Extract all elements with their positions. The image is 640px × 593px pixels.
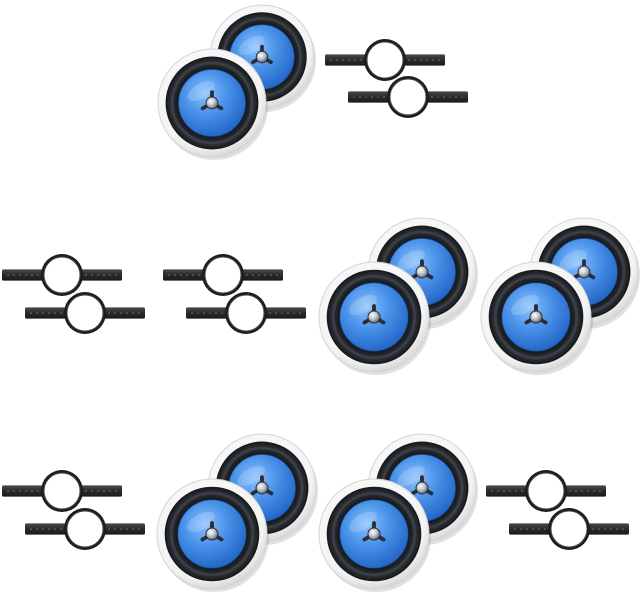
speaker-front	[480, 261, 593, 375]
mounting-bracket-bottom	[509, 508, 629, 550]
mounting-bracket-top	[163, 254, 283, 296]
tweeter-icon	[250, 475, 274, 496]
mounting-bracket-bottom	[25, 508, 145, 550]
speaker-front	[318, 478, 431, 592]
mounting-bracket-pair-icon	[163, 254, 306, 334]
mounting-bracket-top	[325, 39, 445, 81]
mounting-bracket-pair-icon	[2, 470, 145, 550]
tweeter-icon	[572, 259, 596, 280]
mounting-bracket-top	[486, 470, 606, 512]
ceiling-speaker-pair-icon	[157, 4, 316, 160]
mounting-bracket-bottom	[348, 76, 468, 118]
tweeter-icon	[362, 304, 386, 325]
ceiling-speaker-pair-icon	[480, 217, 640, 375]
tweeter-icon	[200, 521, 224, 542]
mounting-bracket-bottom	[25, 292, 145, 334]
mounting-bracket-top	[2, 254, 122, 296]
mounting-bracket-pair-icon	[325, 39, 468, 118]
mounting-bracket-pair-icon	[486, 470, 629, 550]
speaker-front	[318, 261, 431, 375]
speaker-front	[157, 48, 268, 160]
tweeter-icon	[410, 475, 434, 496]
speaker-front	[156, 478, 269, 592]
tweeter-icon	[524, 304, 548, 325]
ceiling-speaker-pair-icon	[156, 433, 318, 592]
tweeter-icon	[410, 259, 434, 280]
tweeter-icon	[251, 44, 273, 65]
ceiling-speaker-pair-icon	[318, 217, 478, 375]
mounting-bracket-top	[2, 470, 122, 512]
ceiling-speaker-pair-icon	[318, 433, 478, 592]
tweeter-icon	[362, 521, 386, 542]
tweeter-icon	[200, 90, 224, 111]
mounting-bracket-bottom	[186, 292, 306, 334]
mounting-bracket-pair-icon	[2, 254, 145, 334]
